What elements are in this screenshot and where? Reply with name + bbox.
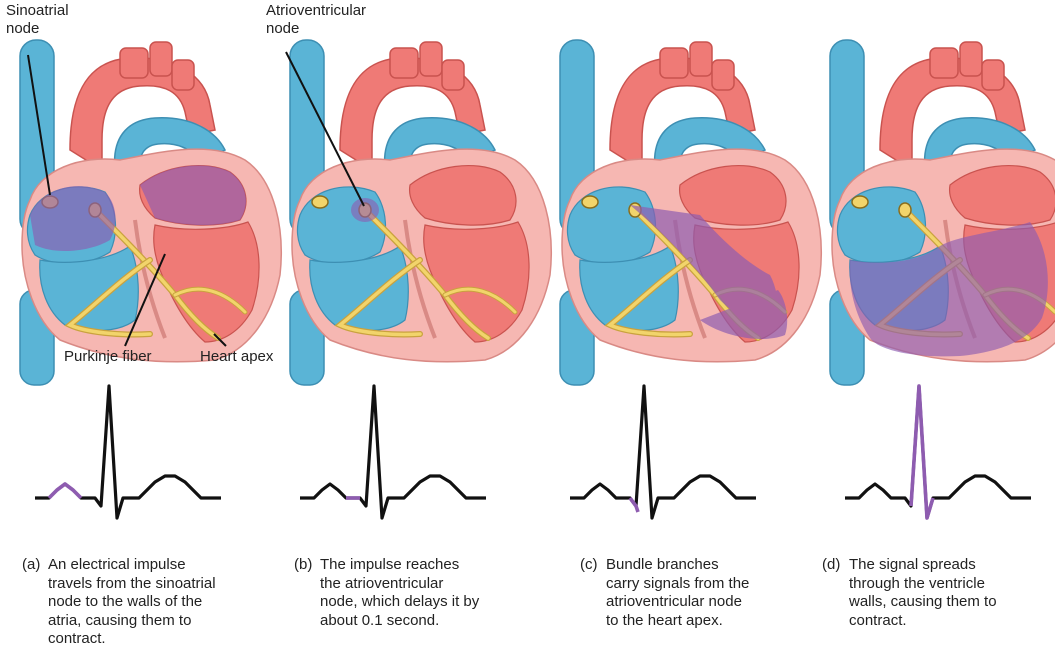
ecg-trace-a — [35, 386, 221, 518]
heart-panel-c — [560, 40, 821, 385]
heart-panel-b — [290, 40, 551, 385]
caption-b-text: The impulse reaches the atrioventricular… — [320, 556, 479, 630]
ecg-trace-d — [845, 386, 1031, 518]
caption-a-letter: (a) — [22, 556, 40, 575]
heart-apex-label: Heart apex — [200, 348, 273, 366]
heart-panel-d — [830, 40, 1055, 385]
atrioventricular-node-label: Atrioventricular node — [266, 2, 366, 38]
caption-a-text: An electrical impulse travels from the s… — [48, 556, 216, 649]
caption-c-letter: (c) — [580, 556, 598, 575]
caption-d-text: The signal spreads through the ventricle… — [849, 556, 997, 630]
heart-panel-a — [20, 40, 281, 385]
ecg-trace-b — [300, 386, 486, 518]
caption-b-letter: (b) — [294, 556, 312, 575]
ecg-trace-c — [570, 386, 756, 518]
caption-d-letter: (d) — [822, 556, 840, 575]
signal-highlight-av-node — [351, 198, 379, 222]
purkinje-fiber-label: Purkinje fiber — [64, 348, 152, 366]
caption-c-text: Bundle branches carry signals from the a… — [606, 556, 749, 630]
sinoatrial-node-label: Sinoatrial node — [6, 2, 69, 38]
